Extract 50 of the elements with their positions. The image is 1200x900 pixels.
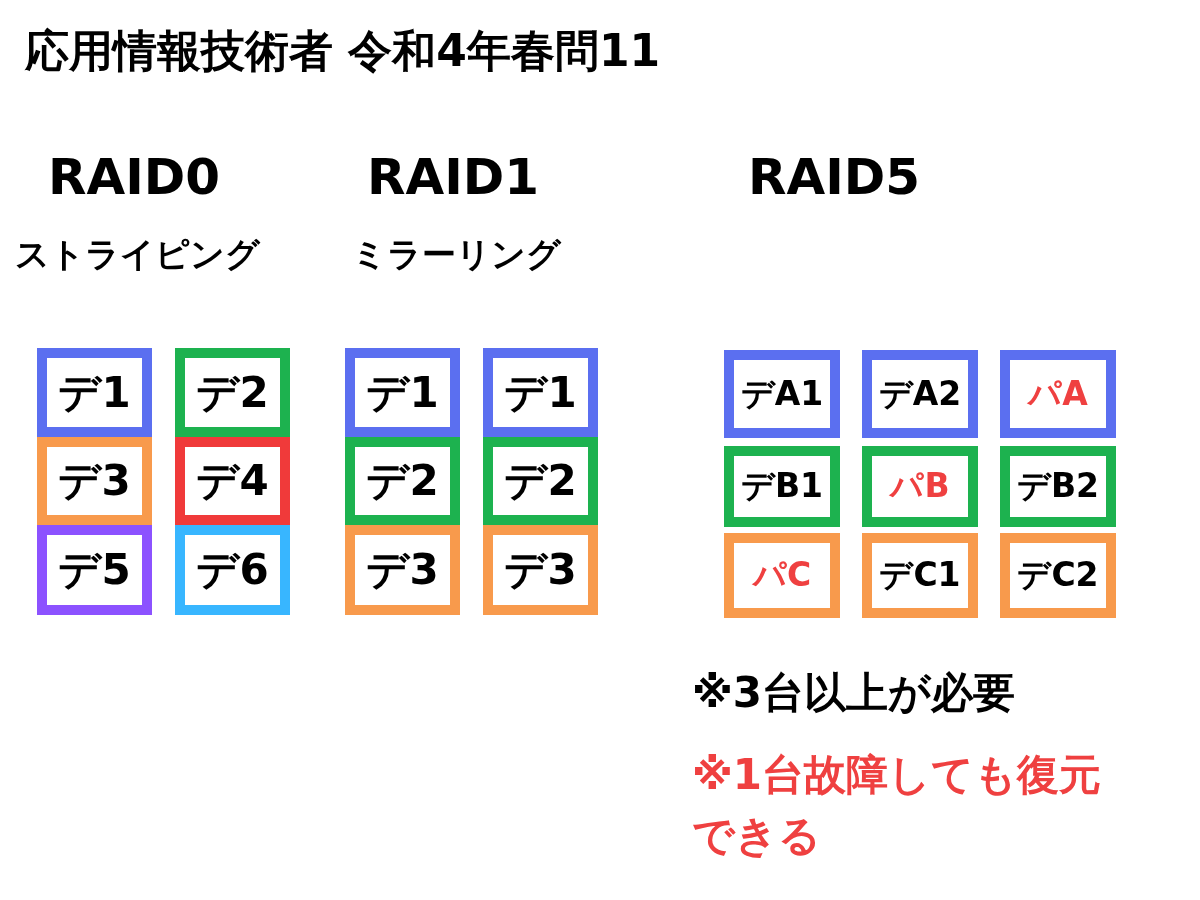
disk-block	[345, 525, 460, 615]
disk-block	[1000, 350, 1116, 438]
disk-block	[345, 348, 460, 437]
data-label: デB2	[1016, 465, 1100, 507]
data-label: デ3	[366, 544, 439, 596]
disk-block	[1000, 533, 1116, 618]
disk-block	[1000, 446, 1116, 527]
data-label: デ3	[58, 455, 131, 507]
data-label: デB1	[740, 465, 824, 507]
disk-block	[37, 525, 152, 615]
data-label: デ1	[58, 366, 131, 419]
raid-level-heading: RAID5	[748, 148, 921, 206]
parity-label: パA	[1028, 372, 1088, 415]
disk-block	[724, 350, 840, 438]
method-label: ミラーリング	[352, 233, 561, 276]
title-text: 応用情報技術者 令和4年春問11	[25, 24, 661, 78]
data-label: デ2	[366, 455, 439, 507]
disk-block	[483, 525, 598, 615]
disk-block	[345, 437, 460, 525]
data-label: デA1	[740, 372, 824, 415]
data-label: デ4	[196, 455, 269, 507]
disk-block	[175, 525, 290, 615]
data-label: デ2	[504, 455, 577, 507]
disk-block	[724, 533, 840, 618]
data-label: デ2	[196, 366, 269, 419]
data-label: デ6	[196, 544, 269, 596]
disk-block	[175, 348, 290, 437]
disk-block	[862, 533, 978, 618]
disk-block	[483, 348, 598, 437]
raid-level-heading: RAID1	[367, 148, 540, 206]
data-label: デ5	[58, 544, 131, 596]
data-label: デ1	[504, 366, 577, 419]
method-label: ストライピング	[15, 233, 260, 276]
data-label: デC2	[1017, 554, 1099, 596]
disk-block	[37, 437, 152, 525]
disk-block	[862, 446, 978, 527]
parity-label: パB	[890, 465, 950, 507]
note-text: ※1台故障しても復元できる	[692, 749, 1103, 862]
disk-block	[483, 437, 598, 525]
raid-level-heading: RAID0	[48, 148, 221, 206]
data-label: デ3	[504, 544, 577, 596]
data-label: デ1	[366, 366, 439, 419]
disk-block	[175, 437, 290, 525]
disk-block	[724, 446, 840, 527]
note-text: ※3台以上が必要	[692, 667, 1016, 719]
data-label: デA2	[878, 372, 962, 415]
data-label: デC1	[879, 554, 961, 596]
parity-label: パC	[752, 554, 812, 596]
disk-block	[862, 350, 978, 438]
disk-block	[37, 348, 152, 437]
